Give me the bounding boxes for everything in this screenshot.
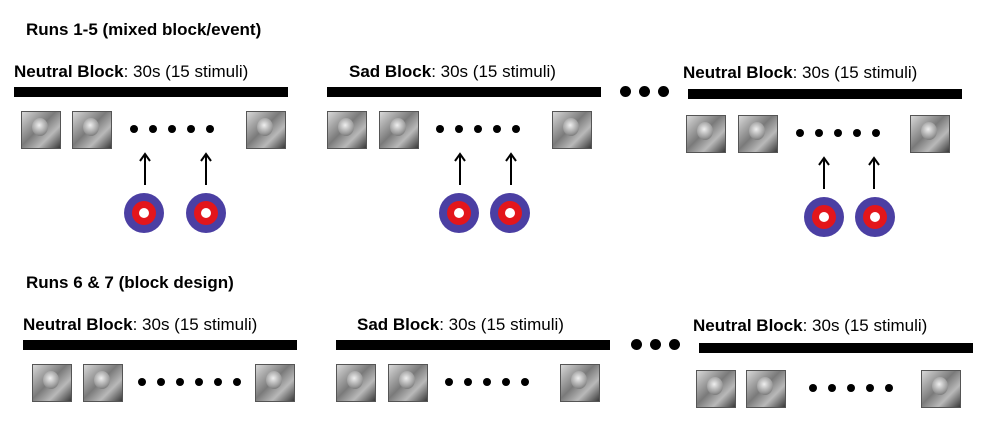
stimulus-thumb [83, 364, 123, 402]
bullseye-target-icon [186, 193, 226, 233]
block-label: Neutral Block: 30s (15 stimuli) [23, 315, 257, 335]
block-detail: : 30s (15 stimuli) [802, 316, 928, 335]
block-name: Neutral Block [683, 63, 793, 82]
stimulus-thumb [327, 111, 367, 149]
up-arrow-icon [868, 156, 880, 189]
stimulus-dots [809, 384, 893, 392]
section-title-runs-6-7: Runs 6 & 7 (block design) [26, 273, 234, 292]
stimulus-thumb [686, 115, 726, 153]
block-label: Neutral Block: 30s (15 stimuli) [683, 63, 917, 83]
stimulus-thumb [910, 115, 950, 153]
block-bar [327, 87, 601, 97]
stimulus-dots [445, 378, 529, 386]
ellipsis-dots [631, 339, 680, 350]
bullseye-target-icon [804, 197, 844, 237]
block-bar [336, 340, 610, 350]
section-title-runs-1-5: Runs 1-5 (mixed block/event) [26, 20, 262, 39]
block-name: Neutral Block [23, 315, 133, 334]
stimulus-dots [130, 125, 214, 133]
stimulus-dots [796, 129, 880, 137]
stimulus-thumb [388, 364, 428, 402]
block-detail: : 30s (15 stimuli) [123, 62, 249, 81]
bullseye-target-icon [490, 193, 530, 233]
stimulus-thumb [746, 370, 786, 408]
up-arrow-icon [818, 156, 830, 189]
block-name: Sad Block [357, 315, 440, 334]
block-label: Neutral Block: 30s (15 stimuli) [693, 316, 927, 336]
stimulus-thumb [921, 370, 961, 408]
stimulus-thumb [379, 111, 419, 149]
block-bar [688, 89, 962, 99]
stimulus-thumb [336, 364, 376, 402]
up-arrow-icon [139, 152, 151, 185]
stimulus-dots [436, 125, 520, 133]
block-detail: : 30s (15 stimuli) [431, 62, 556, 81]
stimulus-thumb [255, 364, 295, 402]
block-detail: : 30s (15 stimuli) [132, 315, 258, 334]
bullseye-target-icon [855, 197, 895, 237]
block-bar [699, 343, 973, 353]
bullseye-target-icon [124, 193, 164, 233]
bullseye-target-icon [439, 193, 479, 233]
stimulus-thumb [738, 115, 778, 153]
block-name: Neutral Block [693, 316, 803, 335]
block-detail: : 30s (15 stimuli) [439, 315, 564, 334]
up-arrow-icon [454, 152, 466, 185]
stimulus-thumb [560, 364, 600, 402]
block-name: Neutral Block [14, 62, 124, 81]
ellipsis-dots [620, 86, 669, 97]
block-label: Sad Block: 30s (15 stimuli) [357, 315, 564, 335]
block-bar [23, 340, 297, 350]
block-label: Neutral Block: 30s (15 stimuli) [14, 62, 248, 82]
stimulus-thumb [696, 370, 736, 408]
up-arrow-icon [505, 152, 517, 185]
up-arrow-icon [200, 152, 212, 185]
block-bar [14, 87, 288, 97]
block-label: Sad Block: 30s (15 stimuli) [349, 62, 556, 82]
stimulus-thumb [21, 111, 61, 149]
stimulus-thumb [552, 111, 592, 149]
block-detail: : 30s (15 stimuli) [792, 63, 918, 82]
stimulus-thumb [246, 111, 286, 149]
stimulus-dots [138, 378, 241, 386]
stimulus-thumb [72, 111, 112, 149]
stimulus-thumb [32, 364, 72, 402]
block-name: Sad Block [349, 62, 432, 81]
